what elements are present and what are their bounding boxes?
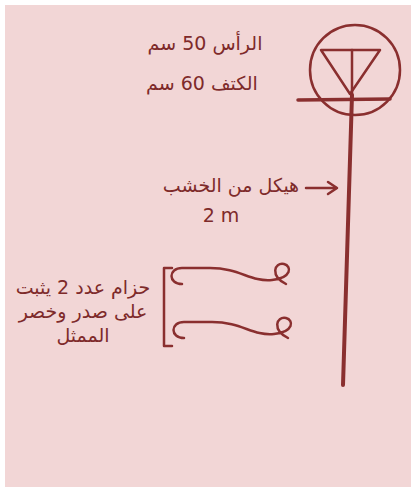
chest-belt bbox=[172, 264, 289, 284]
leader-arrow bbox=[306, 187, 336, 190]
waist-belt bbox=[174, 318, 291, 338]
label-text: هيكل من الخشب bbox=[163, 174, 299, 196]
arrow-head bbox=[328, 182, 337, 194]
wooden-pole bbox=[343, 95, 352, 385]
shoulder-bar bbox=[298, 99, 390, 100]
height-dimension: 2 m bbox=[186, 204, 256, 228]
head-dimension: الرأس 50 سم bbox=[118, 32, 292, 56]
shoulder-dimension: الكتف 60 سم bbox=[112, 72, 292, 96]
head-line bbox=[351, 50, 354, 95]
head-triangle bbox=[321, 50, 380, 94]
frame-note: هيكل من الخشب bbox=[160, 174, 302, 198]
label-text: 2 m bbox=[203, 204, 240, 226]
paper bbox=[5, 5, 411, 487]
label-text: حزام عدد 2 يثبت على صدر وخصر الممثل bbox=[16, 276, 151, 346]
bracket bbox=[164, 268, 172, 346]
label-text: الرأس 50 سم bbox=[148, 32, 263, 54]
label-text: الكتف 60 سم bbox=[146, 72, 258, 94]
head-circle bbox=[310, 25, 400, 115]
belt-note: حزام عدد 2 يثبت على صدر وخصر الممثل bbox=[8, 276, 158, 347]
